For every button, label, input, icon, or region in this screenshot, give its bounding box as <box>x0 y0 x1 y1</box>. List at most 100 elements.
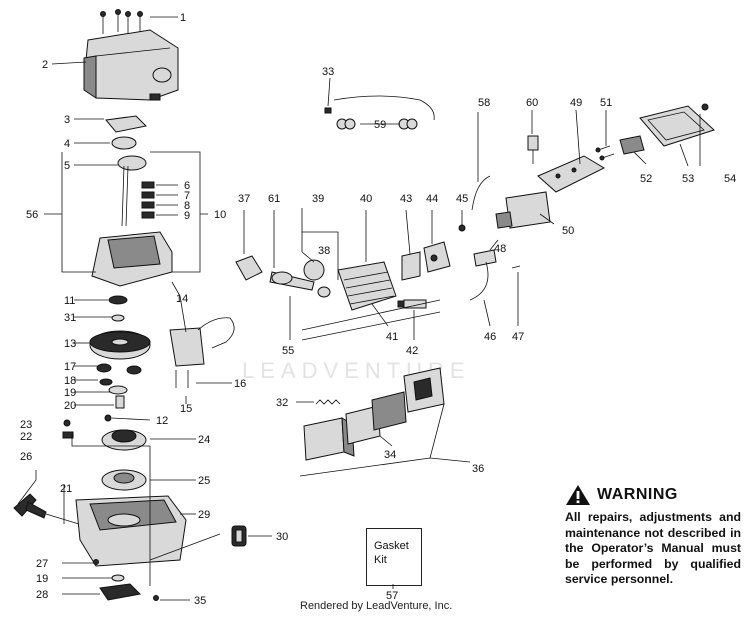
callout-49: 49 <box>570 97 582 109</box>
fuel-pump-assembly <box>117 155 155 227</box>
callout-17: 17 <box>64 361 76 373</box>
callout-35: 35 <box>194 595 206 607</box>
starter-handle-and-rope <box>13 493 93 529</box>
o-ring-4 <box>111 136 137 150</box>
starter-pulley <box>101 469 147 491</box>
callout-19b: 19 <box>36 573 48 585</box>
rotor-22-23 <box>62 419 74 439</box>
callout-38: 38 <box>318 245 330 257</box>
callout-51: 51 <box>600 97 612 109</box>
callout-50: 50 <box>562 225 574 237</box>
callout-48: 48 <box>494 243 506 255</box>
clutch-springs-17-20 <box>96 363 142 409</box>
flywheel <box>89 330 151 360</box>
warning-triangle-icon <box>566 485 590 505</box>
filter-52-53 <box>619 105 715 155</box>
callout-14: 14 <box>176 293 188 305</box>
screw-set-top <box>100 9 143 34</box>
callout-59: 59 <box>374 119 386 131</box>
callout-47: 47 <box>512 331 524 343</box>
callout-54: 54 <box>724 173 736 185</box>
callout-4: 4 <box>64 138 70 150</box>
callout-28: 28 <box>36 589 48 601</box>
callout-9: 9 <box>184 210 190 222</box>
callout-60: 60 <box>526 97 538 109</box>
fuel-filter-60 <box>527 135 539 164</box>
carburetor-50 <box>458 191 551 232</box>
gasket-kit-label: Gasket Kit <box>374 540 409 566</box>
callout-33: 33 <box>322 66 334 78</box>
piston-rod-assembly <box>269 259 331 318</box>
warning-title: WARNING <box>597 486 678 503</box>
callout-16: 16 <box>234 378 246 390</box>
filter-elements-34 <box>345 367 445 445</box>
callout-20: 20 <box>64 400 76 412</box>
callout-1: 1 <box>180 12 186 24</box>
clutch-drum <box>101 414 147 451</box>
gasket-3 <box>105 115 148 133</box>
starter-housing <box>75 495 187 567</box>
callout-41: 41 <box>386 331 398 343</box>
callout-13: 13 <box>64 338 76 350</box>
callout-37: 37 <box>238 193 250 205</box>
ignition-module <box>169 317 235 388</box>
callout-15: 15 <box>180 403 192 415</box>
callout-7: 7 <box>184 190 190 202</box>
spark-plug-42 <box>397 299 427 309</box>
air-cleaner-plate-49 <box>537 155 606 193</box>
base-28 <box>93 559 159 601</box>
callout-10: 10 <box>214 209 226 221</box>
engine-cover <box>83 29 179 101</box>
spring-32 <box>315 399 341 405</box>
callout-42: 42 <box>406 345 418 357</box>
callout-numbers: 1 2 3 4 5 6 7 8 9 10 56 11 31 14 13 17 1… <box>20 12 736 607</box>
callout-45: 45 <box>456 193 468 205</box>
crankcase <box>91 231 173 287</box>
callout-23: 23 <box>20 419 32 431</box>
callout-12: 12 <box>156 415 168 427</box>
callout-61: 61 <box>268 193 280 205</box>
callout-22: 22 <box>20 431 32 443</box>
screws-51 <box>595 145 615 161</box>
footer-credit: Rendered by LeadVenture, Inc. <box>300 600 453 612</box>
callout-56: 56 <box>26 209 38 221</box>
callout-36: 36 <box>472 463 484 475</box>
callout-58: 58 <box>478 97 490 109</box>
flywheel-nut-washer <box>108 295 128 322</box>
callout-21: 21 <box>60 483 72 495</box>
callout-25: 25 <box>198 475 210 487</box>
callout-26: 26 <box>20 451 32 463</box>
callout-44: 44 <box>426 193 438 205</box>
callout-43: 43 <box>400 193 412 205</box>
warning-header: WARNING <box>565 484 741 506</box>
intake-43-44 <box>401 241 451 281</box>
gasket-kit-box: Gasket Kit <box>366 528 422 586</box>
kit-callout: 57 <box>386 584 398 600</box>
callout-8: 8 <box>184 200 190 212</box>
callout-5: 5 <box>64 160 70 172</box>
warning-notice: WARNING All repairs, adjustments and mai… <box>565 484 741 588</box>
callout-6: 6 <box>184 180 190 192</box>
callout-34: 34 <box>384 449 396 461</box>
callout-2: 2 <box>42 59 48 71</box>
callout-29: 29 <box>198 509 210 521</box>
callout-24: 24 <box>198 434 210 446</box>
fuel-lines-33-58-59 <box>324 95 435 130</box>
cylinder-40 <box>337 261 397 311</box>
callout-30: 30 <box>276 531 288 543</box>
callout-32: 32 <box>276 397 288 409</box>
leader-lines <box>17 16 701 601</box>
callout-18: 18 <box>64 375 76 387</box>
callout-19: 19 <box>64 387 76 399</box>
callout-46: 46 <box>484 331 496 343</box>
callout-3: 3 <box>64 114 70 126</box>
mount-30 <box>231 525 247 547</box>
fuel-line-58 <box>471 175 491 211</box>
callout-31: 31 <box>64 312 76 324</box>
callout-27: 27 <box>36 558 48 570</box>
gasket-37 <box>235 255 263 281</box>
callout-11: 11 <box>64 295 75 307</box>
callout-57: 57 <box>386 590 398 600</box>
callout-52: 52 <box>640 173 652 185</box>
